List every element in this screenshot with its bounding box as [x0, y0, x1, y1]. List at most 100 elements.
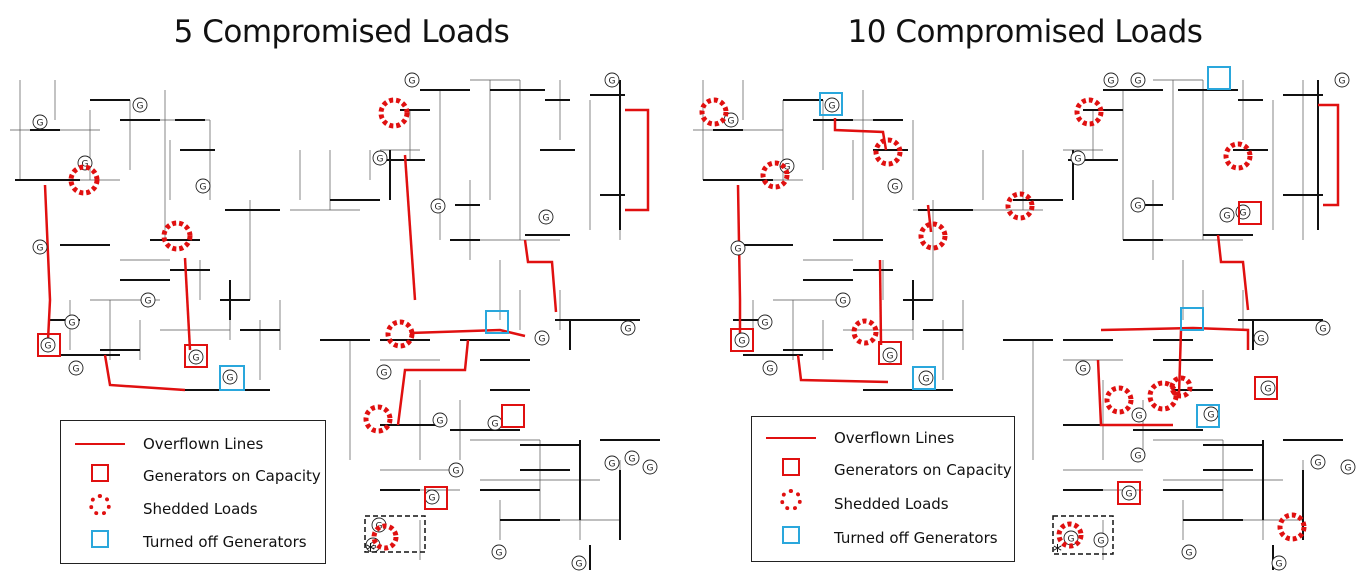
legend-item-overflown-lines: Overflown Lines: [752, 423, 1014, 453]
turned-off-generators-left: [219, 310, 509, 391]
generator-label: G: [227, 374, 234, 384]
shedded-load-marker: [1104, 385, 1134, 415]
generator-label: G: [370, 542, 377, 552]
generator-icon: [1340, 459, 1356, 475]
shedded-load-marker: [378, 97, 410, 129]
generator-icon: [1260, 380, 1276, 396]
panel-title: 10 Compromised Loads: [847, 14, 1203, 50]
legend-label: Turned off Generators: [143, 533, 307, 551]
generator-icon: [538, 209, 554, 225]
generator-label: G: [543, 214, 550, 224]
generator-icon: [1075, 360, 1091, 376]
generator-icon: [757, 314, 773, 330]
generator-label: G: [1068, 535, 1075, 545]
legend-label: Generators on Capacity: [834, 461, 1012, 479]
generator-label: G: [539, 335, 546, 345]
turned-off-generator-box: [819, 92, 843, 116]
shedded-load-marker: [1277, 512, 1307, 542]
generator-icon: [188, 349, 204, 365]
shedded-load-marker: [1147, 380, 1179, 412]
generator-label: G: [829, 102, 836, 112]
legend-item-generators-on-capacity: Generators on Capacity: [752, 455, 1014, 485]
generator-icon: [372, 150, 388, 166]
generator-icon: [604, 455, 620, 471]
capacity-generator-box: [37, 333, 61, 357]
generator-label: G: [137, 102, 144, 112]
capacity-generator-box: [424, 486, 448, 510]
generator-label: G: [73, 365, 80, 375]
generator-icon: [1130, 197, 1146, 213]
generator-label: G: [1315, 459, 1322, 469]
capacity-generator-box: [501, 404, 525, 428]
generator-label: G: [1224, 212, 1231, 222]
generator-icon: [1121, 485, 1137, 501]
generator-icon: [571, 555, 587, 571]
shedded-load-marker: [161, 220, 193, 252]
legend-item-overflown-lines: Overflown Lines: [61, 429, 325, 459]
generator-icon: [1334, 72, 1350, 88]
turned-off-generators-right: [819, 66, 1231, 428]
generator-label: G: [1339, 77, 1346, 87]
blue-square-icon: [91, 530, 109, 548]
generator-label: G: [1135, 202, 1142, 212]
generator-label: G: [1258, 335, 1265, 345]
generator-label: G: [647, 464, 654, 474]
generator-icon: [132, 97, 148, 113]
capacity-generator-box: [1254, 376, 1278, 400]
generator-label: G: [200, 183, 207, 193]
generator-label: G: [1108, 77, 1115, 87]
generator-icon: [64, 314, 80, 330]
generator-icon: [620, 320, 636, 336]
generator-icon: [1103, 72, 1119, 88]
generator-icon: [882, 347, 898, 363]
generator-label: G: [1186, 549, 1193, 559]
dotted-circle-icon: [89, 494, 111, 516]
shedded-loads-left: [68, 97, 415, 551]
panel-title: 5 Compromised Loads: [173, 14, 510, 50]
generator-label: G: [429, 494, 436, 504]
generator-label: G: [767, 365, 774, 375]
generator-icon: [432, 412, 448, 428]
generator-label: G: [887, 352, 894, 362]
generator-label: G: [37, 244, 44, 254]
generator-icon: [624, 450, 640, 466]
generator-icon: [918, 370, 934, 386]
overflown-line-symbol: [766, 437, 816, 439]
generator-icon: [140, 292, 156, 308]
capacity-generator-box: [184, 344, 208, 368]
shedded-loads-right: [699, 97, 1307, 549]
legend-label: Turned off Generators: [834, 529, 998, 547]
generator-label: G: [735, 245, 742, 255]
shedded-load-marker: [385, 319, 415, 349]
generator-label: G: [609, 77, 616, 87]
shedded-load-marker: [371, 523, 399, 551]
capacity-square-icon: [782, 458, 800, 476]
generator-icon: [534, 330, 550, 346]
generator-label: G: [145, 297, 152, 307]
generator-label: G: [1136, 412, 1143, 422]
attack-marker: *: [1053, 541, 1062, 562]
dotted-circle-icon: [780, 489, 802, 511]
generator-label: G: [37, 119, 44, 129]
generator-label: G: [492, 420, 499, 430]
generator-icon: [1219, 207, 1235, 223]
generator-label: G: [739, 337, 746, 347]
shedded-load-marker: [1056, 521, 1084, 549]
generator-label: G: [1135, 452, 1142, 462]
generator-label: G: [82, 160, 89, 170]
turned-off-generator-box: [1207, 66, 1231, 90]
generator-label: G: [1135, 77, 1142, 87]
capacity-generator-box: [1117, 481, 1141, 505]
turned-off-generator-box: [485, 310, 509, 334]
generator-icon: [824, 97, 840, 113]
generator-label: G: [629, 455, 636, 465]
shedded-load-marker: [1169, 375, 1193, 399]
generator-label: G: [892, 183, 899, 193]
generator-label: G: [453, 467, 460, 477]
generator-icon: [430, 198, 446, 214]
generator-label: G: [576, 560, 583, 570]
generator-icon: [1130, 72, 1146, 88]
